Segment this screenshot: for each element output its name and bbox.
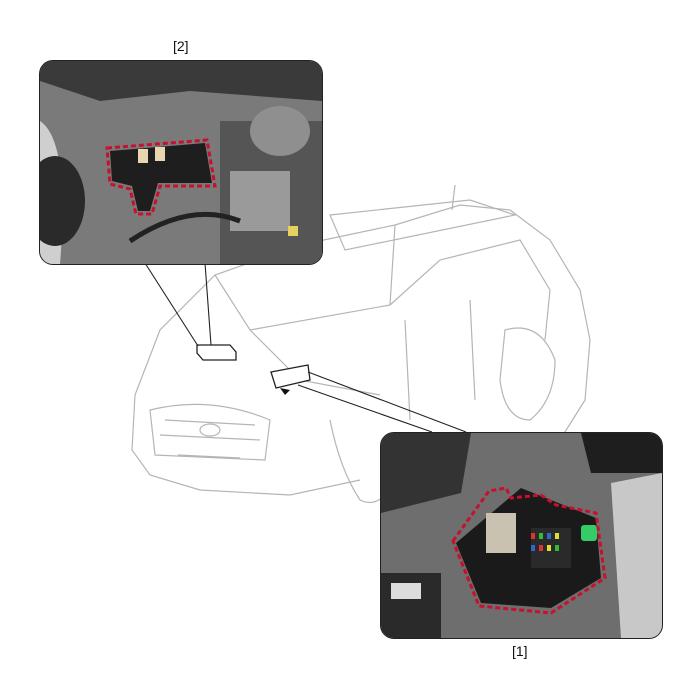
leader-line-2b [204, 262, 212, 346]
engine-bay-photo-fuse-box-2 [39, 60, 323, 265]
leader-line-1a [307, 371, 467, 433]
fuse-box-highlight-outline [451, 486, 607, 615]
leader-line-2a [144, 262, 199, 347]
callout-label-1: [1] [512, 643, 528, 659]
callout-label-2: [2] [173, 38, 189, 54]
engine-bay-photo-fuse-box-1 [380, 432, 663, 639]
pointer-arrow-icon [280, 388, 290, 395]
callout-marker-2 [196, 344, 237, 361]
callout-marker-1 [270, 364, 311, 389]
leader-line-1b [297, 384, 433, 433]
fuse-box-highlight-outline [105, 138, 217, 216]
